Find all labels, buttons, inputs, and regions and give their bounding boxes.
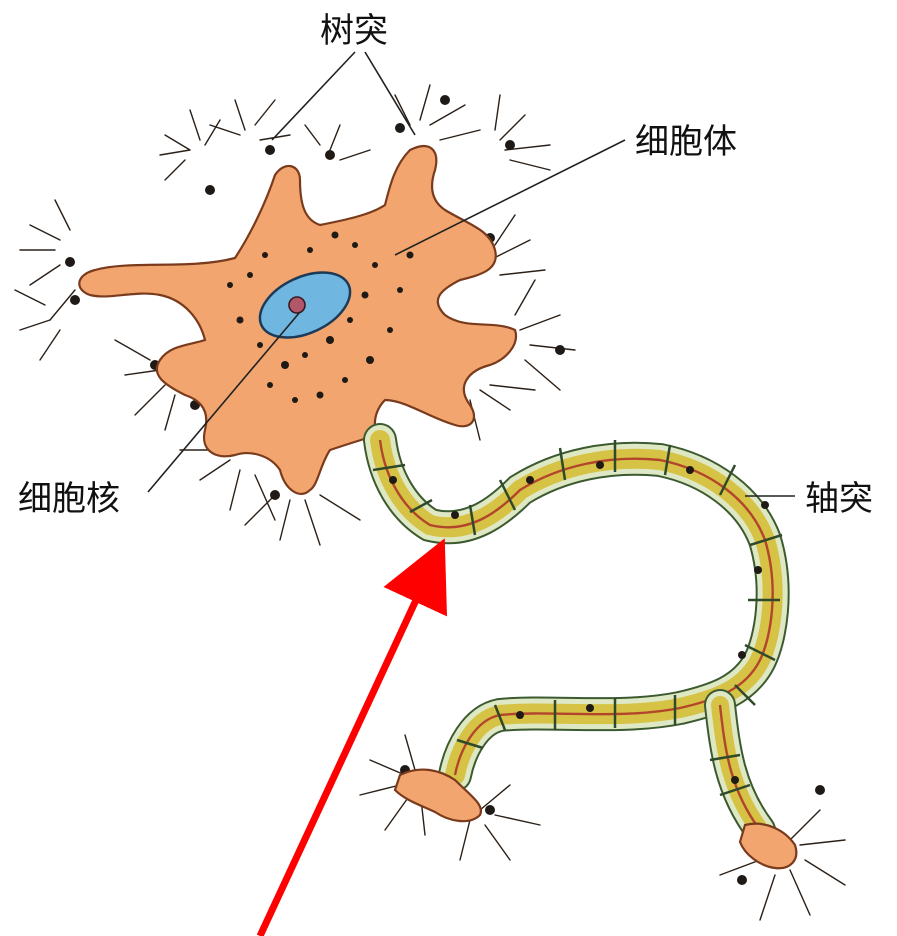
label-nucleus: 细胞核 bbox=[18, 479, 120, 519]
label-dendrite: 树突 bbox=[320, 11, 388, 51]
label-cell-body: 细胞体 bbox=[635, 122, 737, 162]
red-pointer-arrow bbox=[260, 570, 430, 936]
label-axon: 轴突 bbox=[805, 479, 873, 519]
